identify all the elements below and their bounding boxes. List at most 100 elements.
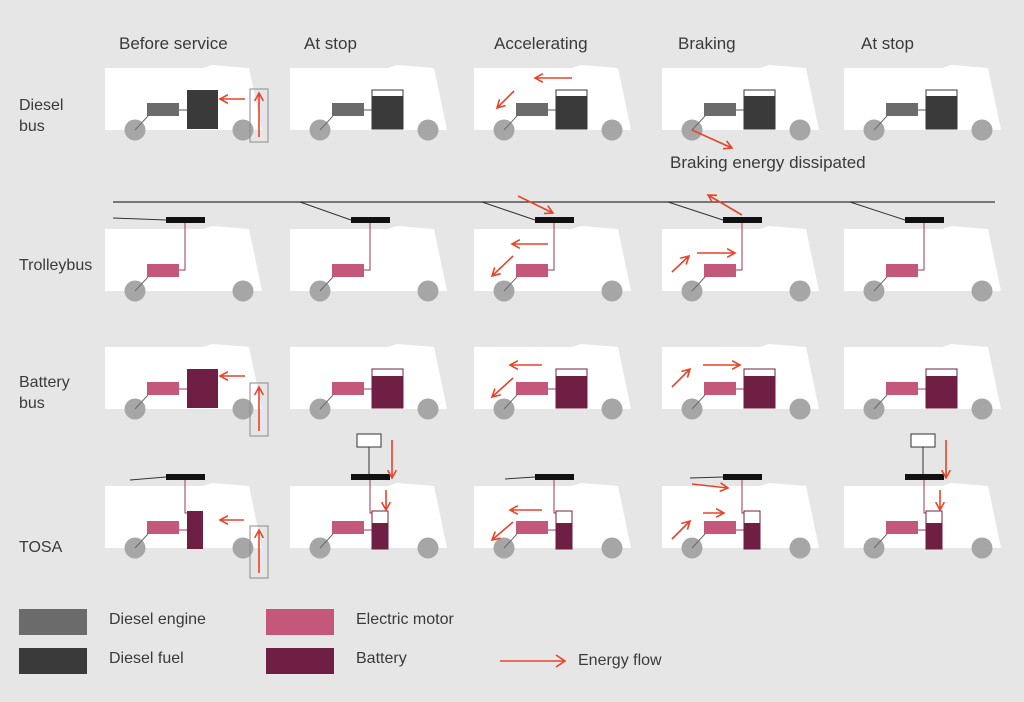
diesel-engine-block <box>886 103 918 116</box>
row-label-line: bus <box>19 118 45 135</box>
energy-flow-arrow <box>218 93 245 105</box>
energy-flow-arrow <box>671 367 692 388</box>
row-label-line: TOSA <box>19 539 63 556</box>
electric-motor-block <box>332 382 364 395</box>
electric-motor-block <box>886 382 918 395</box>
legend-label-battery: Battery <box>356 650 407 667</box>
column-header-accelerating: Accelerating <box>494 34 588 53</box>
bus-wheel <box>789 280 811 302</box>
current-collector <box>351 474 390 480</box>
axle-link <box>319 394 334 410</box>
refill-station <box>249 382 269 437</box>
bus-wheel <box>232 119 254 141</box>
trolley-pole <box>689 476 724 479</box>
trolley-pole <box>481 201 536 221</box>
bus-wheel <box>417 119 439 141</box>
row-label-diesel-bus: Diesel bus <box>19 95 63 137</box>
legend-swatch-diesel-fuel <box>19 648 87 674</box>
electric-motor-block <box>516 264 548 277</box>
current-collector <box>535 474 574 480</box>
legend-swatch-diesel-engine <box>19 609 87 635</box>
power-wire <box>918 223 925 271</box>
bus-wheel <box>601 398 623 420</box>
bus-wheel <box>417 280 439 302</box>
legend-energy-flow-arrow-icon <box>500 654 567 668</box>
axle-link <box>691 394 706 410</box>
charging-station <box>910 433 936 448</box>
row-label-line: bus <box>19 395 45 412</box>
energy-flow-arrow <box>703 359 742 371</box>
bus-body <box>662 65 819 130</box>
bus-body <box>105 483 262 548</box>
electric-motor-block <box>704 521 736 534</box>
bus-wheel <box>601 119 623 141</box>
flash-battery <box>187 511 203 549</box>
bus-body <box>844 344 1001 409</box>
battery-level <box>372 376 403 408</box>
bus-wheel <box>601 280 623 302</box>
electric-motor-block <box>147 264 179 277</box>
energy-flow-arrow <box>218 514 244 526</box>
energy-flow-arrow <box>218 370 245 382</box>
diesel-fuel-level <box>744 96 775 129</box>
bus-body <box>290 65 447 130</box>
bus-body <box>105 226 262 291</box>
row-label-line: Trolleybus <box>19 257 93 274</box>
column-header-at-stop-2: At stop <box>861 34 914 53</box>
energy-flow-arrow <box>691 129 734 150</box>
trolley-pole <box>849 201 906 221</box>
energy-flow-arrow <box>490 255 514 278</box>
axle-link <box>319 115 334 131</box>
axle-link <box>873 276 888 292</box>
axle-link <box>503 533 518 549</box>
diesel-engine-block <box>147 103 179 116</box>
current-collector <box>535 217 574 223</box>
bus-body <box>290 344 447 409</box>
bus-body <box>474 226 631 291</box>
bus-wheel <box>789 398 811 420</box>
bus-body <box>844 226 1001 291</box>
legend-label-diesel-fuel: Diesel fuel <box>109 650 184 667</box>
current-collector <box>905 217 944 223</box>
diesel-fuel-level <box>556 96 587 129</box>
battery-level <box>556 376 587 408</box>
row-label-battery-bus: Battery bus <box>19 372 70 414</box>
refill-station <box>249 88 269 143</box>
current-collector <box>166 474 205 480</box>
energy-flow-arrow <box>533 72 572 84</box>
trolley-pole <box>112 217 167 221</box>
current-collector <box>723 217 762 223</box>
diesel-fuel-level <box>372 96 403 129</box>
legend-swatch-electric-motor <box>266 609 334 635</box>
bus-wheel <box>601 537 623 559</box>
current-collector <box>166 217 205 223</box>
axle-link <box>503 115 518 131</box>
axle-link <box>134 276 149 292</box>
bus-wheel <box>232 537 254 559</box>
battery-level <box>744 376 775 408</box>
bus-body <box>474 344 631 409</box>
row-label-line: Battery <box>19 374 70 391</box>
bus-wheel <box>789 537 811 559</box>
diesel-fuel-tank <box>187 90 218 129</box>
energy-flow-arrow <box>253 528 265 573</box>
flash-battery-level <box>926 523 942 549</box>
power-wire <box>364 223 371 271</box>
legend-label-energy-flow: Energy flow <box>578 652 662 669</box>
electric-motor-block <box>332 521 364 534</box>
column-header-at-stop: At stop <box>304 34 357 53</box>
bus-wheel <box>971 280 993 302</box>
energy-flow-arrow <box>510 238 548 250</box>
bus-wheel <box>971 119 993 141</box>
row-label-line: Diesel <box>19 97 64 114</box>
electric-motor-block <box>886 521 918 534</box>
electric-motor-block <box>704 264 736 277</box>
bus-wheel <box>417 537 439 559</box>
axle-link <box>873 394 888 410</box>
trolley-pole <box>667 201 724 221</box>
bus-body <box>290 226 447 291</box>
energy-flow-arrow <box>380 490 392 512</box>
power-wire <box>179 223 186 271</box>
axle-link <box>691 115 706 131</box>
